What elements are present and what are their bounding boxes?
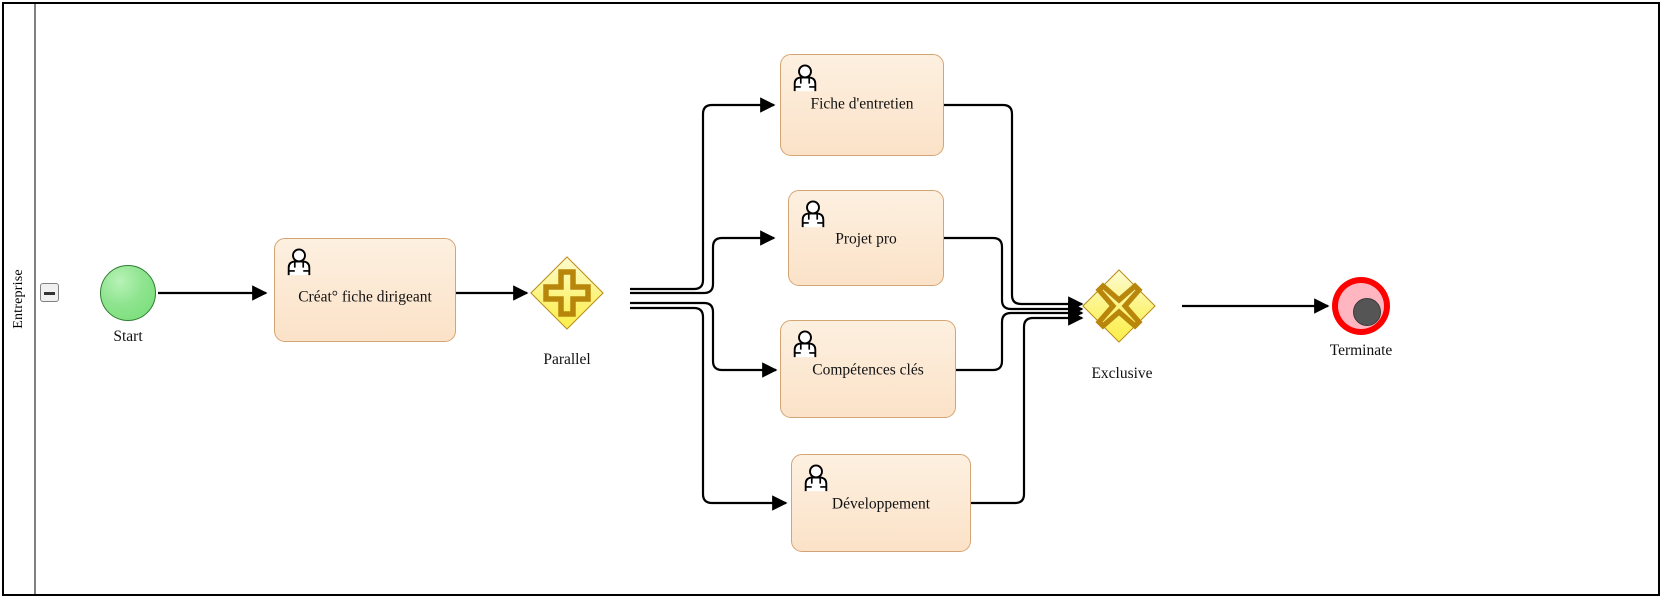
task-fiche-entretien[interactable]: Fiche d'entretien: [780, 54, 944, 156]
exclusive-gateway[interactable]: [1082, 269, 1156, 343]
parallel-gateway[interactable]: [530, 256, 604, 330]
end-event-ring: [1338, 283, 1384, 329]
lane-header: Entreprise: [4, 4, 36, 594]
terminate-end-event-label: Terminate: [1329, 342, 1393, 359]
task-developpement[interactable]: Développement: [791, 454, 971, 552]
x-icon: [1095, 282, 1143, 330]
start-event-label: Start: [113, 328, 143, 345]
task-creation-fiche-dirigeant[interactable]: Créat° fiche dirigeant: [274, 238, 456, 342]
task-projet-pro[interactable]: Projet pro: [788, 190, 944, 286]
task-competences-cles[interactable]: Compétences clés: [780, 320, 956, 418]
task-label: Développement: [831, 495, 931, 513]
minus-icon[interactable]: [40, 283, 59, 302]
plus-icon: [543, 269, 591, 317]
task-label: Compétences clés: [812, 361, 924, 379]
task-label: Créat° fiche dirigeant: [298, 288, 432, 306]
task-label: Fiche d'entretien: [810, 95, 914, 113]
user-icon: [801, 200, 825, 228]
user-icon: [793, 330, 817, 358]
terminate-marker-icon: [1353, 298, 1381, 326]
lane-label: Entreprise: [11, 269, 26, 329]
exclusive-gateway-label: Exclusive: [1091, 365, 1153, 382]
user-icon: [804, 464, 828, 492]
task-label: Projet pro: [835, 230, 897, 248]
user-icon: [793, 64, 817, 92]
user-icon: [287, 248, 311, 276]
parallel-gateway-label: Parallel: [543, 351, 591, 368]
terminate-end-event[interactable]: [1332, 277, 1390, 335]
start-event[interactable]: [100, 265, 156, 321]
